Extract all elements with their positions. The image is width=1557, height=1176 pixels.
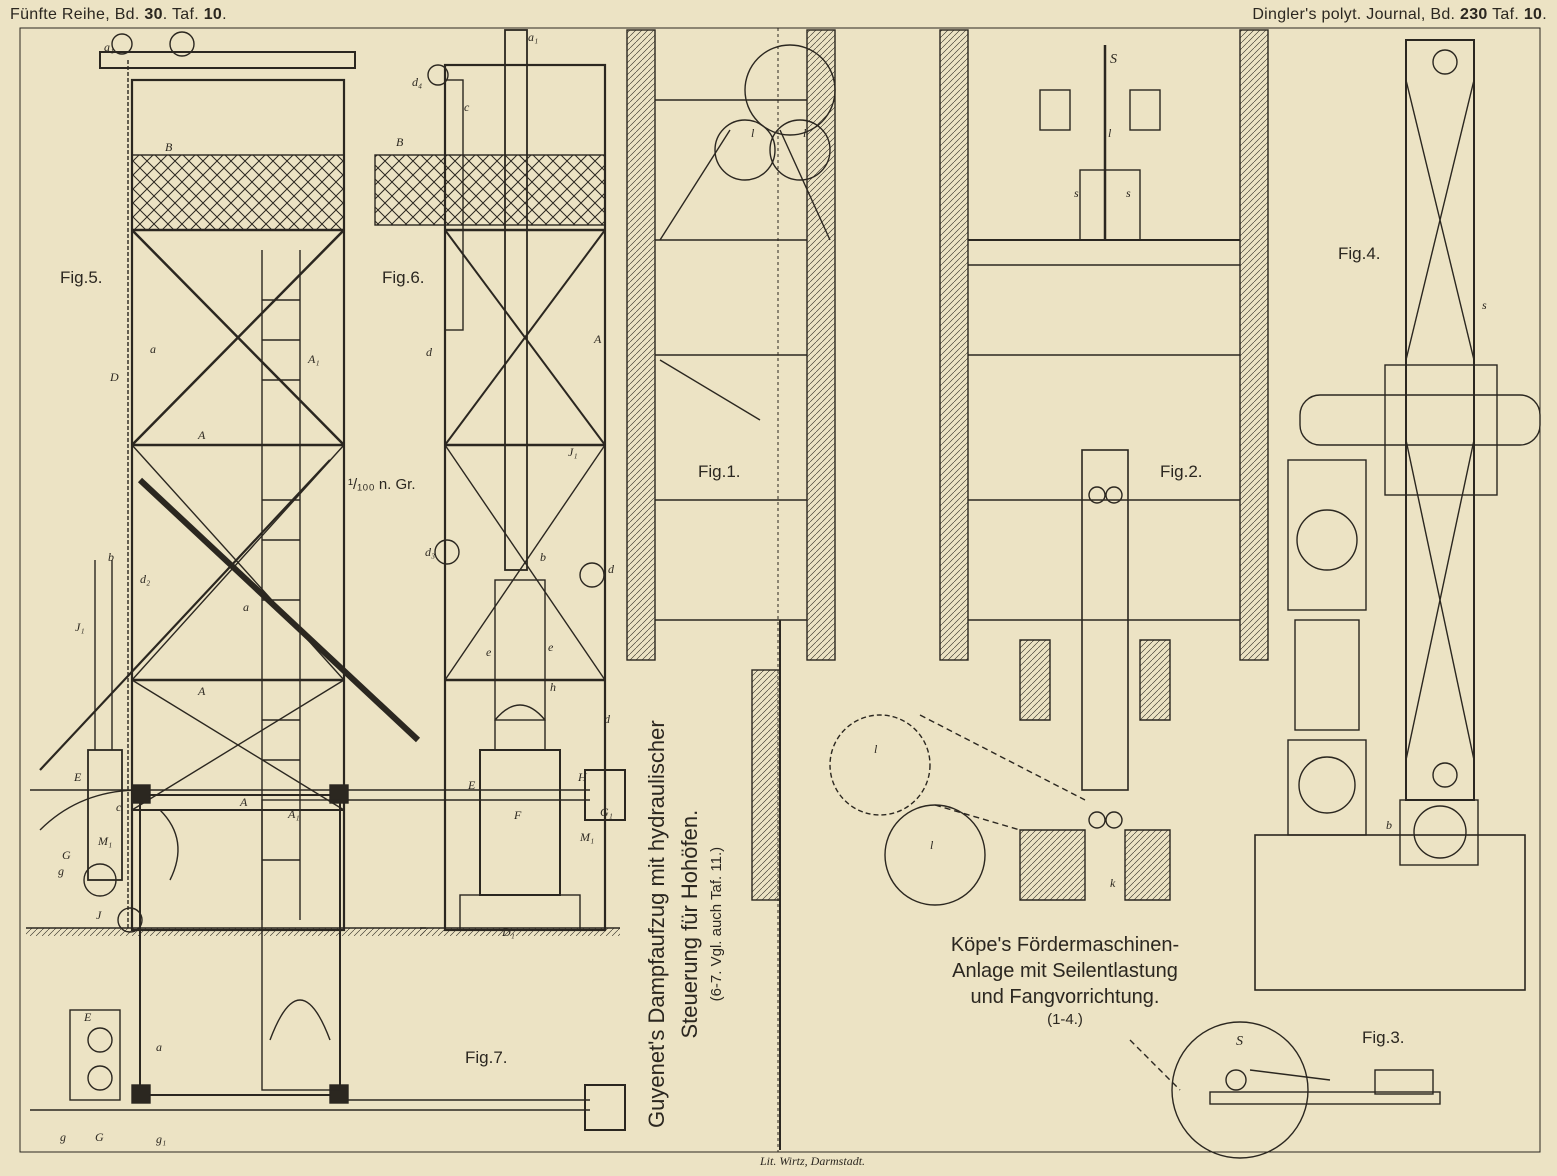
- fig1-furnace: [626, 29, 836, 1150]
- letter-b-fig5: b: [108, 550, 114, 564]
- letter-D: D: [110, 370, 119, 384]
- koepe-title-line3: und Fangvorrichtung.: [970, 986, 1160, 1008]
- fig4-column: [1254, 39, 1541, 991]
- header-right-plate: 10: [1523, 6, 1543, 23]
- letter-a-fig5: a: [150, 342, 156, 356]
- letter-G-fig7: G: [95, 1130, 104, 1144]
- letter-B-fig5: B: [165, 140, 173, 154]
- letter-c-fig7: c: [116, 800, 122, 814]
- letter-b-fig4: b: [1386, 818, 1392, 832]
- letter-J-fig5: J: [96, 908, 102, 922]
- fig5-tower: [26, 31, 426, 936]
- letter-H: H: [578, 770, 587, 784]
- fig3-label: Fig.3.: [1362, 1028, 1405, 1047]
- fig6-label: Fig.6.: [382, 268, 425, 287]
- letter-l-wheel2: l: [930, 838, 934, 852]
- letter-l-wheel1: l: [874, 742, 878, 756]
- letter-d-fig6: d: [426, 345, 432, 359]
- koepe-title: Köpe's Fördermaschinen- Anlage mit Seile…: [940, 932, 1190, 1030]
- fig4-label: Fig.4.: [1338, 244, 1381, 263]
- letter-d3: d₃: [425, 545, 436, 559]
- fig2-label: Fig.2.: [1160, 462, 1203, 481]
- letter-M1-fig5: M₁: [98, 834, 113, 848]
- guyenet-title-line1: Guyenet's Dampfaufzug mit hydraulischer: [644, 720, 669, 1128]
- letter-l-fig1a: l: [751, 126, 755, 140]
- fig2-furnace: [939, 29, 1269, 901]
- letter-a1-fig6: a₁: [528, 30, 539, 44]
- letter-E-fig7: E: [84, 1010, 92, 1024]
- header-right-mid: Taf.: [1487, 6, 1524, 23]
- letter-F: F: [514, 808, 522, 822]
- letter-A-fig7: A: [240, 795, 248, 809]
- letter-c-fig6: c: [464, 100, 470, 114]
- fig5-label: Fig.5.: [60, 268, 103, 287]
- letter-E-fig5: E: [74, 770, 82, 784]
- header-left-plate: 10: [203, 6, 223, 23]
- letter-J1-fig5: J₁: [75, 620, 85, 634]
- letter-A-fig6: A: [594, 332, 602, 346]
- fig7-label: Fig.7.: [465, 1048, 508, 1067]
- letter-l-fig2: l: [1108, 126, 1112, 140]
- letter-a-fig7: a: [156, 1040, 162, 1054]
- letter-s-fig2b: s: [1126, 186, 1131, 200]
- letter-d-fig6b: d: [608, 562, 614, 576]
- letter-A-fig5b: A: [198, 684, 206, 698]
- letter-B-fig6: B: [396, 135, 404, 149]
- letter-a-fig5b: a: [243, 600, 249, 614]
- koepe-range: (1-4.): [1047, 1011, 1083, 1028]
- letter-e-fig6: e: [486, 645, 492, 659]
- header-left-mid: . Taf.: [162, 6, 204, 23]
- letter-l-fig1b: l: [803, 126, 807, 140]
- letter-d2: d₂: [140, 572, 151, 586]
- letter-b-fig6: b: [540, 550, 546, 564]
- letter-d4: d₄: [412, 75, 423, 89]
- fig6-tower: [374, 29, 620, 936]
- koepe-title-line2: Anlage mit Seilentlastung: [952, 960, 1178, 982]
- plate-header-right: Dingler's polyt. Journal, Bd. 230 Taf. 1…: [1252, 6, 1547, 24]
- guyenet-title-line2: Steuerung für Hohöfen.: [677, 809, 702, 1039]
- letter-A1-fig7: A₁: [288, 807, 300, 821]
- header-right-volume: 230: [1460, 6, 1488, 23]
- letter-M1-fig6: M₁: [580, 830, 595, 844]
- scale-note: ¹/₁₀₀ n. Gr.: [348, 476, 416, 493]
- letter-g-fig7: g: [60, 1130, 66, 1144]
- koepe-title-line1: Köpe's Fördermaschinen-: [950, 934, 1180, 956]
- letter-A-fig5: A: [198, 428, 206, 442]
- letter-J1-fig6: J₁: [568, 445, 578, 459]
- header-right-prefix: Dingler's polyt. Journal, Bd.: [1252, 6, 1461, 23]
- header-left-suffix: .: [222, 6, 227, 23]
- letter-S-fig2: S: [1110, 52, 1117, 67]
- letter-s-fig4: s: [1482, 298, 1487, 312]
- header-right-suffix: .: [1542, 6, 1547, 23]
- header-left-prefix: Fünfte Reihe, Bd.: [10, 6, 145, 23]
- letter-s-fig2a: s: [1074, 186, 1079, 200]
- header-left-volume: 30: [144, 6, 163, 23]
- fig7-plan: [30, 769, 626, 1131]
- letter-e-fig6b: e: [548, 640, 554, 654]
- guyenet-note: (6-7. Vgl. auch Taf. 11.): [708, 846, 725, 1002]
- letter-k: k: [1110, 876, 1116, 890]
- letter-G1: G₁: [600, 805, 613, 819]
- letter-A1-fig5: A₁: [308, 352, 320, 366]
- letter-g1-fig7: g₁: [156, 1132, 167, 1146]
- letter-D1: D₁: [502, 925, 515, 939]
- fig3-engine: [1129, 1021, 1441, 1159]
- letter-a1: a₁: [104, 40, 115, 54]
- plate-header-left: Fünfte Reihe, Bd. 30. Taf. 10.: [10, 6, 227, 24]
- letter-g-fig5: g: [58, 864, 64, 878]
- letter-h: h: [550, 680, 556, 694]
- fig1-label: Fig.1.: [698, 462, 741, 481]
- letter-G-fig5: G: [62, 848, 71, 862]
- letter-E-fig6: E: [468, 778, 476, 792]
- guyenet-title: Guyenet's Dampfaufzug mit hydraulischer …: [640, 720, 729, 1128]
- letter-S-fig3: S: [1236, 1034, 1243, 1049]
- letter-d-fig6c: d: [604, 712, 610, 726]
- printer-imprint: Lit. Wirtz, Darmstadt.: [760, 1154, 866, 1168]
